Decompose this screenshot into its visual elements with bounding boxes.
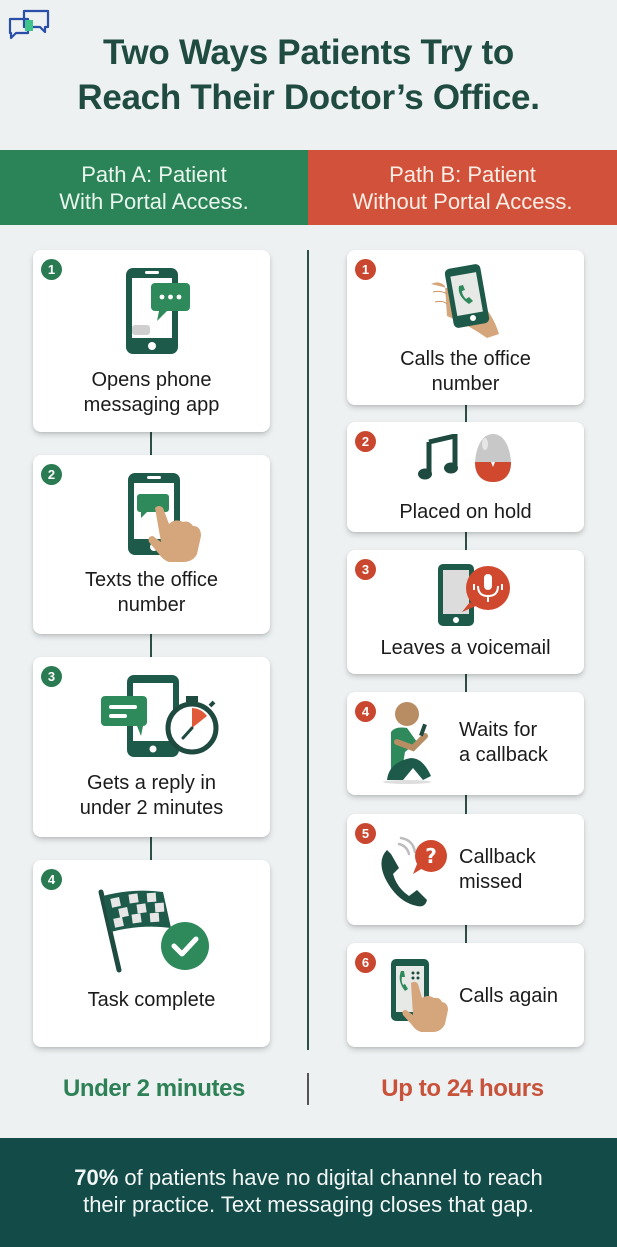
step-number-badge: 3	[355, 559, 376, 580]
step-label: Gets a reply in under 2 minutes	[79, 772, 224, 819]
phone-dial-tap-icon	[391, 959, 448, 1032]
totals-divider	[307, 1073, 309, 1105]
step-label: Calls the office number	[400, 348, 531, 395]
connector-line	[465, 674, 467, 692]
step-number-badge: 2	[41, 464, 62, 485]
step-number-badge: 4	[41, 869, 62, 890]
step-label: Calls again	[459, 985, 558, 1007]
title-line-1: Two Ways Patients Try to	[103, 33, 514, 72]
path-a-title-line-2: With Portal Access.	[59, 188, 249, 214]
path-b-step-5: 5 ? Callback missed	[347, 814, 584, 925]
path-b-total-time: Up to 24 hours	[381, 1075, 544, 1102]
path-b-step-2: 2 Placed on hold	[347, 422, 584, 532]
step-number-badge: 1	[41, 259, 62, 280]
message-stopwatch-icon	[101, 675, 219, 757]
title-line-2: Reach Their Doctor’s Office.	[77, 78, 540, 117]
step-number-badge: 3	[41, 666, 62, 687]
path-b-title-line-2: Without Portal Access.	[352, 188, 573, 214]
step-number-badge: 5	[355, 823, 376, 844]
step-number-badge: 2	[355, 431, 376, 452]
svg-text:?: ?	[425, 844, 437, 868]
chat-bubbles-icon	[8, 9, 50, 40]
footer-stat: 70%	[74, 1165, 119, 1190]
path-a-header: Path A: Patient With Portal Access.	[0, 150, 308, 225]
connector-line	[465, 795, 467, 814]
step-number-badge: 6	[355, 952, 376, 973]
footer-line-1: 70% of patients have no digital channel …	[74, 1165, 543, 1190]
path-b-title-line-1: Path B: Patient	[389, 161, 536, 187]
step-number-badge: 1	[355, 259, 376, 280]
connector-line	[150, 634, 152, 657]
footer-line-2: their practice. Text messaging closes th…	[83, 1192, 534, 1217]
path-a-total-time: Under 2 minutes	[62, 1075, 246, 1102]
person-waiting-phone-icon	[383, 702, 431, 784]
step-label: Task complete	[87, 989, 216, 1011]
path-a-step-2: 2 Texts the office number	[33, 455, 270, 634]
page-title: Two Ways Patients Try to Reach Their Doc…	[0, 30, 617, 120]
path-a-step-3: 3 Gets a reply in under 2 minutes	[33, 657, 270, 837]
path-a-title-line-1: Path A: Patient	[81, 161, 227, 187]
path-b-step-4: 4 Waits for a callback	[347, 692, 584, 795]
path-b-step-3: 3 Leaves a voicemail	[347, 550, 584, 674]
step-label: Callback missed	[459, 846, 536, 893]
path-b-step-1: 1 Calls the office number	[347, 250, 584, 405]
connector-line	[150, 432, 152, 455]
checkered-flag-check-icon	[98, 889, 209, 973]
step-label: Placed on hold	[399, 501, 532, 523]
connector-line	[465, 925, 467, 943]
path-a-step-4: 4 Task complete	[33, 860, 270, 1047]
phone-messaging-icon	[126, 268, 190, 354]
step-number-badge: 4	[355, 701, 376, 722]
step-label: Leaves a voicemail	[380, 637, 551, 659]
phone-voicemail-mic-icon	[438, 564, 510, 626]
connector-line	[465, 405, 467, 422]
step-label: Waits for a callback	[459, 719, 548, 766]
hand-holding-phone-call-icon	[431, 264, 499, 338]
connector-line	[150, 837, 152, 860]
center-divider	[307, 250, 309, 1050]
connector-line	[465, 532, 467, 550]
phone-missed-question-icon: ?	[381, 836, 447, 907]
egg-timer-icon	[475, 434, 511, 482]
phone-tap-message-icon	[128, 473, 201, 562]
step-label: Opens phone messaging app	[83, 369, 220, 416]
step-label: Texts the office number	[84, 569, 219, 616]
path-b-header: Path B: Patient Without Portal Access.	[308, 150, 617, 225]
footer-banner: 70% of patients have no digital channel …	[0, 1138, 617, 1247]
path-b-step-6: 6 Calls again	[347, 943, 584, 1047]
path-a-step-1: 1 Opens phone messaging app	[33, 250, 270, 432]
music-note-icon	[418, 434, 458, 480]
